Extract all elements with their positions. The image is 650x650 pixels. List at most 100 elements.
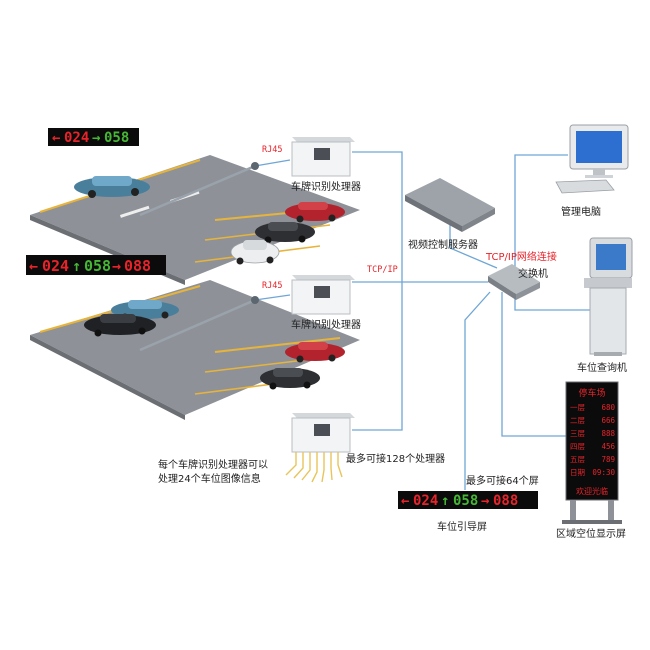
- label-max-processors: 最多可接128个处理器: [346, 452, 445, 465]
- lot-floor-mid-front: [30, 335, 185, 420]
- monitor-base: [585, 175, 613, 178]
- label-note-line1: 每个车牌识别处理器可以: [158, 458, 268, 471]
- monitor-screen: [576, 131, 622, 163]
- line-switch-to-guide: [464, 291, 491, 490]
- parking-lot-mid: [30, 280, 360, 420]
- label-query-kiosk: 车位查询机: [577, 361, 627, 374]
- led-mid-value-c: 088: [124, 257, 151, 275]
- led-bottom-arrow-right: →: [481, 493, 489, 509]
- label-switch: 交换机: [518, 267, 548, 280]
- kiosk-body: [589, 287, 627, 355]
- camera-pole-top: [139, 164, 256, 217]
- led-top-value-a: 024: [64, 130, 89, 146]
- zone-row-value: 666: [601, 416, 615, 425]
- led-bottom-value-c: 088: [493, 493, 518, 509]
- keyboard: [555, 179, 615, 194]
- label-zone-screen: 区域空位显示屏: [556, 527, 626, 540]
- led-screen-bottom-bg: [398, 491, 538, 509]
- zone-display-panel: [565, 381, 619, 501]
- led-bottom-value-a: 024: [413, 493, 438, 509]
- server-side: [462, 208, 495, 232]
- camera-top: [251, 162, 259, 170]
- zone-row-name: 一层: [570, 403, 585, 412]
- car-red-top: [285, 202, 345, 223]
- zone-row-name: 三层: [570, 429, 585, 438]
- zone-display-leg-left: [570, 500, 576, 522]
- line-camera-to-processor-top: [254, 159, 291, 167]
- label-tcpip: TCP/IP: [367, 265, 398, 275]
- label-processor-mid: 车牌识别处理器: [291, 318, 361, 331]
- zone-row-name: 二层: [570, 416, 585, 425]
- lot-floor-mid: [30, 280, 360, 415]
- processor-bottom-edge: [292, 413, 355, 418]
- zone-row-name: 日期: [570, 468, 585, 477]
- kiosk-screen: [596, 244, 626, 270]
- led-screen-mid: ← 024 ↑ 058 → 088: [26, 255, 166, 275]
- led-screen-bottom: ← 024 ↑ 058 → 088: [398, 491, 538, 509]
- label-max-screens: 最多可接64个屏: [466, 474, 539, 487]
- led-screen-mid-bg: [26, 255, 166, 275]
- zone-row-value: 888: [601, 429, 615, 438]
- led-mid-arrow-left: ←: [29, 257, 38, 275]
- server-front: [405, 195, 462, 232]
- yellow-line-mid-2: [214, 337, 341, 353]
- car-black-mid-right: [260, 368, 320, 390]
- camera-mid: [251, 296, 259, 304]
- label-video-server: 视频控制服务器: [408, 238, 478, 251]
- line-processor-bottom-to-bus: [352, 282, 403, 431]
- led-mid-arrow-right: →: [112, 257, 121, 275]
- kiosk-shelf: [584, 278, 632, 288]
- label-note-line2: 处理24个车位图像信息: [158, 472, 261, 485]
- zone-display-leg-right: [608, 500, 614, 522]
- zone-row-value: 09:30: [592, 468, 615, 477]
- label-rj45-mid: RJ45: [262, 281, 282, 291]
- processor-bottom-panel: [314, 424, 330, 436]
- line-server-to-switch: [449, 215, 498, 269]
- led-bottom-arrow-up: ↑: [441, 493, 449, 509]
- lot-floor-top: [30, 155, 360, 280]
- led-top-value-b: 058: [104, 130, 129, 146]
- car-black-top: [255, 222, 315, 244]
- label-rj45-top: RJ45: [262, 145, 282, 155]
- car-black-mid-left: [84, 314, 156, 337]
- led-bottom-arrow-left: ←: [401, 493, 409, 509]
- server-top: [405, 178, 495, 226]
- led-screen-top-bg: [48, 128, 139, 146]
- line-camera-to-processor-mid: [254, 294, 291, 301]
- camera-pole-mid: [139, 298, 256, 352]
- label-management-pc: 管理电脑: [561, 205, 601, 218]
- query-kiosk: [584, 237, 633, 356]
- line-processor-top-to-bus: [352, 151, 403, 282]
- parking-lot-top: [30, 155, 360, 285]
- line-switch-to-pc: [514, 154, 568, 270]
- car-blue-top: [74, 176, 150, 198]
- processor-box-mid: [291, 275, 355, 315]
- line-switch-to-zone: [501, 292, 566, 437]
- processor-mid-panel: [314, 286, 330, 298]
- zone-display-base: [562, 520, 622, 524]
- processor-box-top: [291, 137, 355, 177]
- camera-cables: [285, 452, 343, 483]
- zone-display-title: 停车场: [578, 387, 605, 399]
- switch-top: [488, 264, 540, 294]
- zone-row-value: 680: [601, 403, 615, 412]
- zone-row-value: 456: [601, 442, 615, 451]
- management-pc: [555, 124, 629, 194]
- lane-mark: [120, 205, 150, 218]
- processor-top-edge: [292, 137, 355, 142]
- zone-row-value: 789: [601, 455, 615, 464]
- processor-box-bottom: [285, 413, 355, 483]
- led-screen-top: ← 024 → 058: [48, 128, 139, 146]
- label-tcpip-connection: TCP/IP网络连接: [485, 250, 557, 263]
- led-mid-arrow-up: ↑: [72, 257, 81, 275]
- switch-front: [488, 276, 516, 300]
- car-red-mid: [285, 342, 345, 363]
- label-processor-top: 车牌识别处理器: [291, 180, 361, 193]
- video-control-server: [405, 178, 495, 232]
- led-bottom-value-b: 058: [453, 493, 478, 509]
- car-white-top: [230, 240, 280, 265]
- network-switch: [488, 264, 540, 300]
- monitor-neck: [593, 169, 605, 175]
